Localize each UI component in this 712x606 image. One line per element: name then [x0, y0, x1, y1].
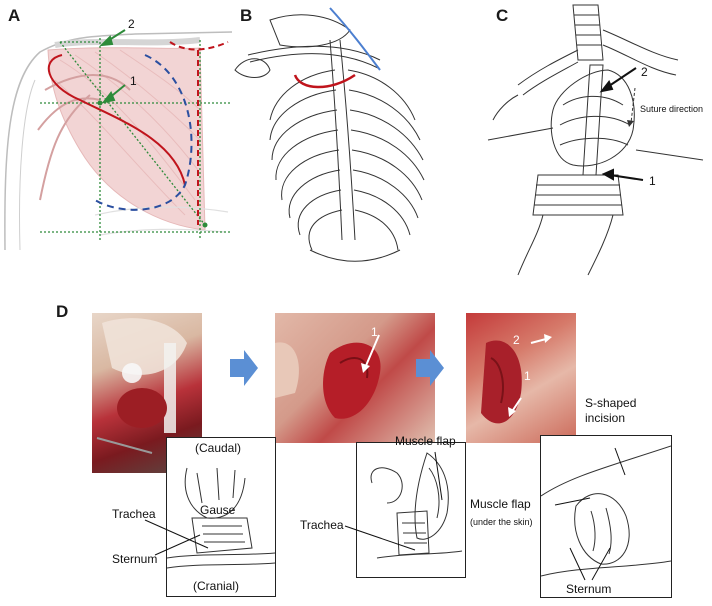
photo-2-number-1: 1: [371, 325, 378, 339]
label-sternum-1: Sternum: [112, 552, 158, 566]
red-dashed-midline: [169, 41, 229, 51]
step-arrow-2: [416, 350, 444, 386]
panel-d-letter: D: [56, 302, 69, 321]
red-incision-line: [47, 54, 186, 186]
panel-c-trachea-illustration: [487, 4, 704, 276]
sketch-box-3: [540, 435, 672, 598]
label-trachea-1: Trachea: [112, 507, 156, 521]
blue-guideline: [329, 7, 381, 71]
photo-3-number-2: 2: [513, 333, 520, 347]
label-under-the-skin: (under the skin): [470, 517, 533, 527]
torso-outline: [4, 31, 233, 251]
panel-b-letter: B: [240, 6, 253, 25]
surgery-photo-1: [92, 313, 202, 473]
photo-3-number-1: 1: [524, 369, 531, 383]
panel-a-letter: A: [8, 6, 21, 25]
clavicle: [54, 37, 201, 48]
panel-c-letter: C: [496, 6, 509, 25]
label-s-shaped-incision: S-shaped incision: [585, 396, 637, 425]
sketch-1-leader-lines: [144, 519, 209, 556]
panel-b-ribcage-illustration: [234, 7, 425, 262]
arm-outline: [19, 79, 36, 251]
label-cranial: (Cranial): [193, 579, 240, 593]
sketch-box-2: [356, 442, 466, 578]
sketch-box-1: [166, 437, 276, 597]
step-arrow-1: [230, 350, 258, 386]
label-muscle-flap-3: Muscle flap: [470, 497, 531, 511]
surgery-photo-2: [275, 313, 435, 443]
panel-c-number-2: 2: [641, 65, 648, 79]
label-sternum-3: Sternum: [566, 582, 612, 596]
red-incision-curve: [293, 73, 356, 89]
label-trachea-2: Trachea: [300, 518, 344, 532]
panel-c-number-1: 1: [649, 174, 656, 188]
pectoral-muscle: [47, 47, 206, 231]
sketch-3-leader-lines: [554, 447, 626, 581]
sketch-2-leader-lines: [344, 451, 443, 551]
surgery-photo-3: [466, 313, 576, 443]
label-caudal: (Caudal): [195, 441, 242, 455]
panel-a-number-1: 1: [130, 74, 137, 88]
panel-a-chest-illustration: [4, 29, 233, 251]
panel-a-number-2: 2: [128, 17, 135, 31]
label-muscle-flap-2: Muscle flap: [395, 434, 456, 448]
panel-c-suture-direction-label: Suture direction: [640, 104, 704, 114]
blue-flap-outline: [94, 54, 193, 211]
label-gause: Gause: [200, 503, 236, 517]
